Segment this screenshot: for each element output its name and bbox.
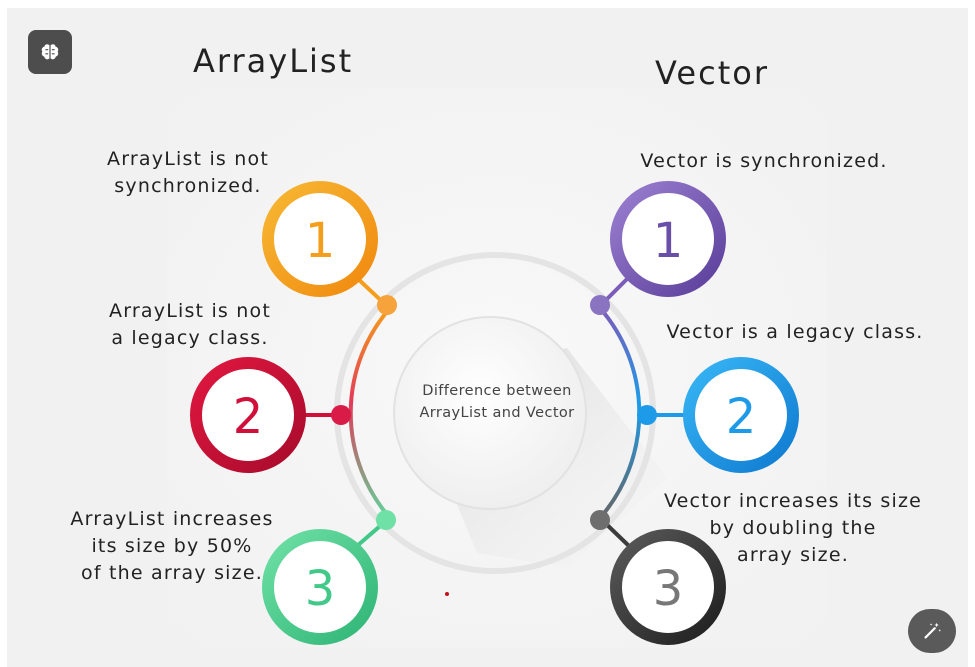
vector-note-1: Vector is synchronized. xyxy=(640,150,888,172)
vector-circle-3: 3 xyxy=(610,529,726,645)
vector-note-3: Vector increases its size by doubling th… xyxy=(663,490,923,566)
vector-number-1: 1 xyxy=(653,213,684,269)
arraylist-number-3: 3 xyxy=(305,561,336,617)
arraylist-note-1: ArrayList is not synchronized. xyxy=(107,148,269,197)
arraylist-circle-1: 1 xyxy=(262,181,378,297)
vector-number-3: 3 xyxy=(653,561,684,617)
arraylist-heading: ArrayList xyxy=(193,42,354,80)
dot-arraylist-2 xyxy=(331,405,351,425)
small-marker-dot xyxy=(445,592,449,596)
dot-vector-2 xyxy=(637,405,657,425)
vector-note-2: Vector is a legacy class. xyxy=(666,321,924,343)
dot-arraylist-1 xyxy=(377,295,397,315)
infographic-canvas: 1 2 3 1 2 3 ArrayList Vector ArrayList i… xyxy=(7,8,968,667)
arraylist-number-2: 2 xyxy=(233,389,264,445)
arraylist-number-1: 1 xyxy=(305,213,336,269)
magic-wand-icon xyxy=(924,622,942,639)
dot-vector-1 xyxy=(590,295,610,315)
vector-number-2: 2 xyxy=(726,389,757,445)
brain-button[interactable] xyxy=(28,30,72,74)
vector-circle-2: 2 xyxy=(683,357,799,473)
center-disc xyxy=(393,316,587,510)
arraylist-note-2: ArrayList is not a legacy class. xyxy=(109,300,271,349)
arraylist-circle-3: 3 xyxy=(262,529,378,645)
vector-heading: Vector xyxy=(655,54,769,92)
center-label: Difference between ArrayList and Vector xyxy=(419,383,575,421)
dot-arraylist-3 xyxy=(376,510,396,530)
brain-icon xyxy=(41,44,59,60)
arraylist-note-3: ArrayList increases its size by 50% of t… xyxy=(70,508,274,584)
magic-wand-button[interactable] xyxy=(908,609,956,653)
dot-vector-3 xyxy=(590,510,610,530)
arraylist-circle-2: 2 xyxy=(190,357,306,473)
diagram-graphics: 1 2 3 1 2 3 xyxy=(190,181,799,645)
vector-circle-1: 1 xyxy=(610,181,726,297)
